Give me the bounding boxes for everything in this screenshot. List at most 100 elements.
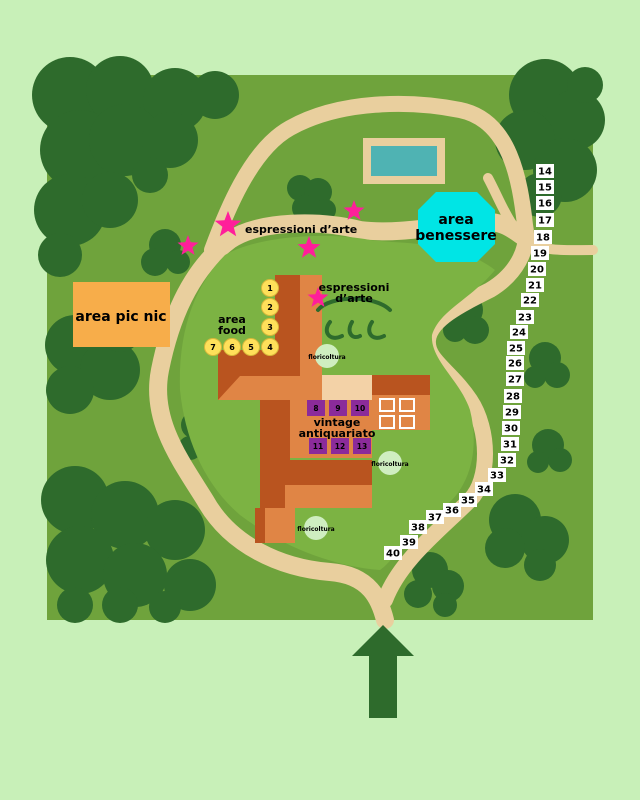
path-stall-label: 14 xyxy=(538,167,552,178)
path-stall-29[interactable]: 29 xyxy=(503,405,521,419)
path-stall-label: 25 xyxy=(509,344,523,355)
food-label-line2: food xyxy=(218,324,246,337)
path-stall-28[interactable]: 28 xyxy=(504,389,522,403)
path-stall-22[interactable]: 22 xyxy=(521,293,539,307)
path-stall-26[interactable]: 26 xyxy=(506,356,524,370)
path-stall-label: 19 xyxy=(533,249,547,260)
path-stall-36[interactable]: 36 xyxy=(443,503,461,517)
path-stall-label: 38 xyxy=(411,523,425,534)
path-stall-label: 33 xyxy=(490,471,504,482)
vintage-stall-12[interactable]: 12 xyxy=(331,438,349,454)
path-stall-34[interactable]: 34 xyxy=(475,482,493,496)
path-stall-14[interactable]: 14 xyxy=(536,164,554,178)
path-stall-label: 32 xyxy=(500,456,514,467)
star-icon xyxy=(343,200,365,220)
path-stall-23[interactable]: 23 xyxy=(516,310,534,324)
building-windows xyxy=(379,398,415,429)
vintage-stall-label: 9 xyxy=(335,404,340,413)
path-stall-16[interactable]: 16 xyxy=(536,196,554,210)
benessere-area[interactable] xyxy=(418,192,495,262)
path-stall-label: 36 xyxy=(445,506,459,517)
path-stall-32[interactable]: 32 xyxy=(498,453,516,467)
path-stall-40[interactable]: 40 xyxy=(384,546,402,560)
path-stall-39[interactable]: 39 xyxy=(400,535,418,549)
vintage-stall-13[interactable]: 13 xyxy=(353,438,371,454)
vintage-stalls: 8 9 10 11 12 13 xyxy=(307,400,371,454)
vintage-stall-label: 13 xyxy=(357,442,367,451)
path-stall-label: 18 xyxy=(536,233,550,244)
food-stall-3[interactable]: 3 xyxy=(261,318,279,336)
path-stall-27[interactable]: 27 xyxy=(506,372,524,386)
espressioni-mid-label-line2: d’arte xyxy=(335,292,373,305)
vintage-stall-8[interactable]: 8 xyxy=(307,400,325,416)
benessere-label-line2: benessere xyxy=(415,228,497,244)
benessere-label-line1: area xyxy=(438,212,473,228)
path-stall-18[interactable]: 18 xyxy=(534,230,552,244)
path-stall-38[interactable]: 38 xyxy=(409,520,427,534)
path-stall-label: 34 xyxy=(477,485,491,496)
vintage-stall-label: 12 xyxy=(335,442,345,451)
food-stall-6[interactable]: 6 xyxy=(223,338,241,356)
food-stall-label: 2 xyxy=(267,303,273,312)
food-stall-label: 6 xyxy=(229,343,235,352)
path-stall-label: 26 xyxy=(508,359,522,370)
picnic-label: area pic nic xyxy=(75,309,166,325)
espressioni-top-label: espressioni d’arte xyxy=(245,223,357,236)
path-stall-24[interactable]: 24 xyxy=(510,325,528,339)
path-stall-label: 37 xyxy=(428,513,442,524)
food-stall-label: 7 xyxy=(210,343,216,352)
tree-icon xyxy=(41,466,216,623)
food-stall-5[interactable]: 5 xyxy=(242,338,260,356)
path-stall-label: 23 xyxy=(518,313,532,324)
espressioni-mid-label-line1: espressioni xyxy=(319,281,390,294)
path-stall-30[interactable]: 30 xyxy=(502,421,520,435)
floricoltura-circle-3 xyxy=(304,516,328,540)
star-icon xyxy=(307,287,329,307)
right-branch-path xyxy=(483,173,598,256)
path-stalls: 1415161718192021222324252627282930313233… xyxy=(384,164,554,560)
floricoltura-label-3: floricoltura xyxy=(297,526,334,533)
vintage-stall-9[interactable]: 9 xyxy=(329,400,347,416)
tree-icon xyxy=(404,552,464,617)
vintage-stall-10[interactable]: 10 xyxy=(351,400,369,416)
path-stall-label: 20 xyxy=(530,265,544,276)
path-stall-35[interactable]: 35 xyxy=(459,493,477,507)
floricoltura-label-2: floricoltura xyxy=(371,461,408,468)
path-stall-25[interactable]: 25 xyxy=(507,341,525,355)
path-stall-15[interactable]: 15 xyxy=(536,180,554,194)
food-stall-4[interactable]: 4 xyxy=(261,338,279,356)
tree-icon xyxy=(524,342,570,388)
pool-icon xyxy=(363,138,445,184)
path-stall-21[interactable]: 21 xyxy=(526,278,544,292)
tree-icon xyxy=(141,229,190,276)
food-stalls: 1 2 3 4 5 6 7 xyxy=(204,279,279,356)
food-stall-7[interactable]: 7 xyxy=(204,338,222,356)
path-stall-17[interactable]: 17 xyxy=(536,213,554,227)
path-stall-label: 30 xyxy=(504,424,518,435)
food-stall-label: 5 xyxy=(248,343,254,352)
vintage-stall-11[interactable]: 11 xyxy=(309,438,327,454)
path-stall-37[interactable]: 37 xyxy=(426,510,444,524)
path-stall-label: 16 xyxy=(538,199,552,210)
food-stall-label: 3 xyxy=(267,323,273,332)
food-stall-1[interactable]: 1 xyxy=(261,279,279,297)
vintage-label-line2: antiquariato xyxy=(299,427,376,440)
path-stall-31[interactable]: 31 xyxy=(501,437,519,451)
entrance-arrow-icon[interactable] xyxy=(352,625,414,718)
path-stall-label: 28 xyxy=(506,392,520,403)
floricoltura-circle-2 xyxy=(378,451,402,475)
food-stall-label: 4 xyxy=(267,343,273,352)
path-stall-19[interactable]: 19 xyxy=(531,246,549,260)
floricoltura-circle-1 xyxy=(315,344,339,368)
path-stall-33[interactable]: 33 xyxy=(488,468,506,482)
star-icon xyxy=(214,211,242,237)
picnic-area[interactable] xyxy=(73,282,170,347)
path-stall-label: 35 xyxy=(461,496,475,507)
food-stall-2[interactable]: 2 xyxy=(261,298,279,316)
path-stall-label: 40 xyxy=(386,549,400,560)
path-stall-label: 29 xyxy=(505,408,519,419)
path-stall-20[interactable]: 20 xyxy=(528,262,546,276)
path-stall-label: 21 xyxy=(528,281,542,292)
path-stall-label: 39 xyxy=(402,538,416,549)
